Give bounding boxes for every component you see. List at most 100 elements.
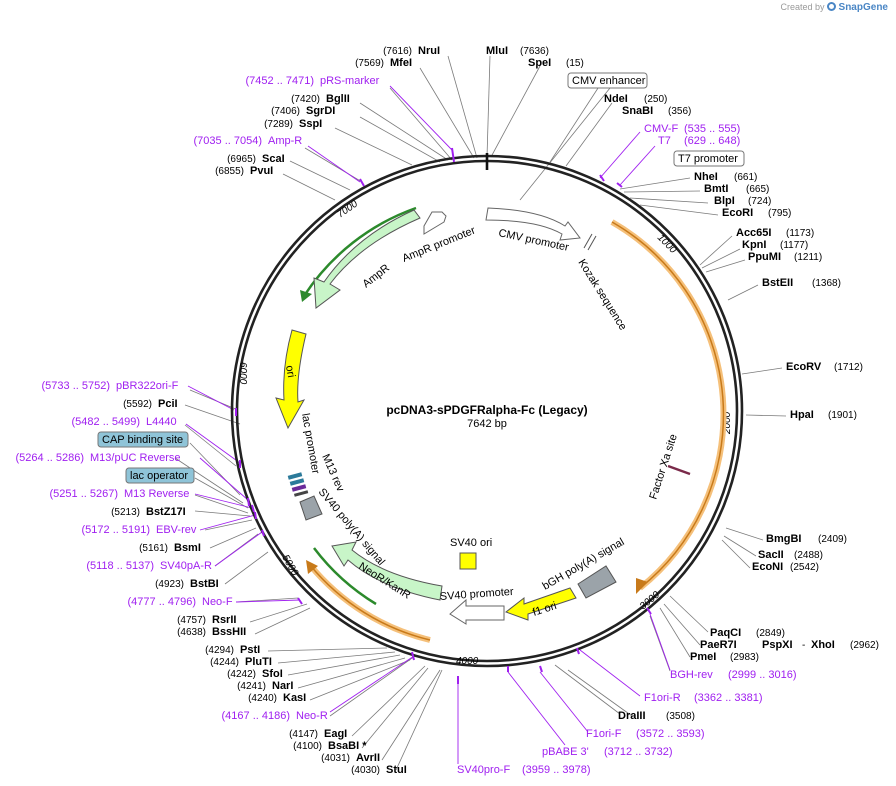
lac-promoter-mark [293,490,309,497]
tick-2000: 2000 [722,411,733,435]
ampr-green-head [300,290,312,302]
primer-name-ebv-rev: EBV-rev [156,524,197,536]
label-ampr: AmpR [360,262,392,290]
plasmid-size: 7642 bp [467,418,507,430]
cut-pos-mlui: (7636) [520,46,549,57]
cut-name-paqci: PaqCI [710,627,741,639]
cut-pos-paqci: (2849) [756,628,785,639]
primer-range-m13-puc-reverse: (5264 .. 5286) [16,452,85,464]
f1-ori-arrow [504,587,577,621]
cut-name-bsteii: BstEII [762,277,793,289]
cmv-promoter-arrow [485,207,581,241]
cut-pos-sacii: (2488) [794,550,823,561]
label-cap-binding: CAP binding site [102,434,183,446]
cut-pos-scai: (6965) [227,154,256,165]
cut-pos-pcii: (5592) [123,399,152,410]
kozak-mark-1 [583,233,593,249]
primer-range-prs-marker: (7452 .. 7471) [246,75,315,87]
cut-pos-pspxi: - [802,640,805,651]
primer-range-pbr322ori-f: (5733 .. 5752) [42,380,111,392]
primer-name-m13-reverse: M13 Reverse [124,488,189,500]
cut-name-nhei: NheI [694,171,718,183]
primer-range-amp-r: (7035 .. 7054) [194,135,263,147]
cut-name-sfoi: SfoI [262,668,283,680]
primer-range-sv40pro-f: (3959 .. 3978) [522,764,591,776]
cut-name-pvui: PvuI [250,165,273,177]
neo-green-line [313,547,377,606]
primer-marks [235,147,652,684]
cut-pos-sspi: (7289) [264,119,293,130]
cut-name-pmei: PmeI [690,651,716,663]
primer-name-sv40pro-f: SV40pro-F [457,764,510,776]
cut-pos-avrii: (4031) [321,753,350,764]
cut-name-avrii: AvrII [356,752,380,764]
cut-pos-snabi: (356) [668,106,691,117]
cut-name-sgrdi: SgrDI [306,105,335,117]
cut-name-sspi: SspI [299,118,322,130]
orange-arc-left-line [309,564,431,641]
box-cap-binding [97,431,189,448]
primer-name-neo-r: Neo-R [296,710,328,722]
tick-1000: 1000 [655,232,679,256]
cut-name-hpai: HpaI [790,409,814,421]
primer-name-f1ori-r: F1ori-R [644,692,681,704]
primer-name-f1ori-f: F1ori-F [586,728,622,740]
cut-sites: (7616) NruI MluI (7636) (7569) MfeI SpeI… [111,45,879,776]
cut-name-bstbi: BstBI [190,578,219,590]
cut-name-blpi: BlpI [714,195,735,207]
cut-name-nrui: NruI [418,45,440,57]
primer-range-sv40pa-r: (5118 .. 5137) [86,560,154,572]
cut-name-bstz17i: BstZ17I [146,506,186,518]
cut-name-scai: ScaI [262,153,285,165]
cut-pos-hpai: (1901) [828,410,857,421]
cut-pos-ndei: (250) [644,94,667,105]
primer-range-cmv-f: (535 .. 555) [684,123,740,135]
primer-name-m13-puc-reverse: M13/pUC Reverse [90,452,180,464]
cut-pos-econi: (2542) [790,562,819,573]
cut-pos-mfei: (7569) [355,58,384,69]
primer-name-neo-f: Neo-F [202,596,233,608]
orange-arc-left-head [306,560,318,574]
primer-range-ebv-rev: (5172 .. 5191) [82,524,151,536]
factor-xa-mark [667,464,691,476]
cut-pos-pvui: (6855) [215,166,244,177]
cut-pos-ppumi: (1211) [794,252,822,263]
cut-name-stui: StuI [386,764,407,776]
cut-name-bmti: BmtI [704,183,728,195]
cut-name-bglii: BglII [326,93,350,105]
cut-name-draiii: DraIII [618,710,646,722]
label-sv40-promoter: SV40 promoter [439,586,514,603]
primer-name-l4440: L4440 [146,416,177,428]
cut-name-bsabi: BsaBI * [328,740,367,752]
cut-name-xhoi: XhoI [811,639,835,651]
cut-pos-blpi: (724) [748,196,771,207]
tick-4000: 4000 [456,656,479,667]
primer-range-bgh-rev: (2999 .. 3016) [728,669,797,681]
cut-pos-draiii: (3508) [666,711,695,722]
cut-pos-nhei: (661) [734,172,757,183]
cut-name-eagi: EagI [324,728,347,740]
cut-name-ppumi: PpuMI [748,251,781,263]
cut-pos-pluti: (4244) [210,657,239,668]
cut-pos-bstbi: (4923) [155,579,184,590]
cut-name-pcii: PciI [158,398,178,410]
cut-pos-bsshii: (4638) [177,627,206,638]
label-ampr-promoter: AmpR promoter [401,224,478,264]
cut-pos-rsrii: (4757) [177,615,206,626]
primer-name-amp-r: Amp-R [268,135,302,147]
primer-range-neo-f: (4777 .. 4796) [128,596,197,608]
cut-pos-acc65i: (1173) [786,228,814,239]
sv40-polya-box [299,495,323,521]
cut-name-kasi: KasI [283,692,306,704]
cut-name-nari: NarI [272,680,293,692]
cut-pos-xhoi: (2962) [850,640,879,651]
label-factor-xa: Factor Xa site [647,433,679,501]
primer-range-m13-reverse: (5251 .. 5267) [50,488,119,500]
box-lac-operator [125,467,195,484]
primer-name-bgh-rev: BGH-rev [670,669,713,681]
primer-range-neo-r: (4167 .. 4186) [222,710,291,722]
cut-pos-bsteii: (1368) [812,278,841,289]
cut-pos-kpni: (1177) [780,240,808,251]
label-lac-promoter: lac promoter [299,412,321,475]
